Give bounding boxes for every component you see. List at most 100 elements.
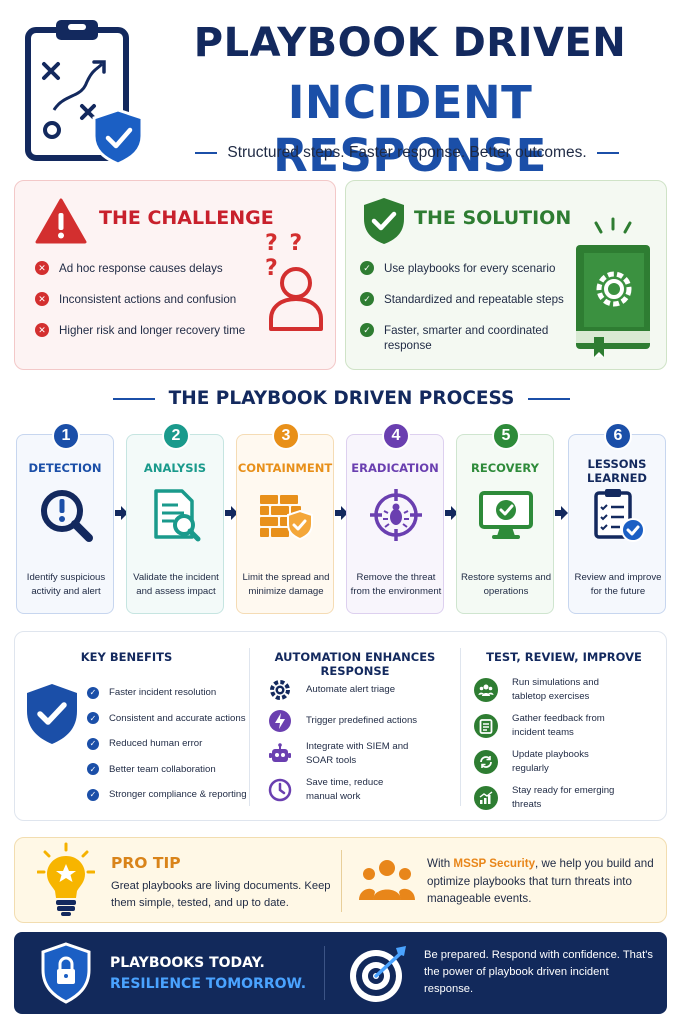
check-icon: ✓ <box>360 261 374 275</box>
pro-tip-panel: PRO TIP Great playbooks are living docum… <box>14 837 667 923</box>
footer-text: Be prepared. Respond with confidence. Th… <box>424 949 653 995</box>
page-title-line1: PLAYBOOK DRIVEN <box>193 20 627 66</box>
step-title: RECOVERY <box>471 461 539 475</box>
step-number: 3 <box>272 422 300 450</box>
test-review-title: TEST, REVIEW, IMPROVE <box>486 650 642 664</box>
step-title: DETECTION <box>28 461 102 475</box>
step-eradication: 4 ERADICATION Remove the threat from the… <box>346 422 444 614</box>
step-number: 2 <box>162 422 190 450</box>
step-desc: Review and improve for the future <box>574 572 662 597</box>
check-icon: ✓ <box>87 686 99 699</box>
challenge-title: THE CHALLENGE <box>99 207 274 229</box>
step-number: 1 <box>52 422 80 450</box>
list-item: ✓Use playbooks for every scenario <box>360 261 575 276</box>
lightbulb-icon <box>37 842 95 916</box>
process-title: THE PLAYBOOK DRIVEN PROCESS <box>0 388 683 409</box>
arrow-right-icon <box>335 506 348 520</box>
list-item: ✓Faster incident resolution <box>87 680 247 706</box>
clipboard-icon <box>474 714 498 738</box>
list-item: Update playbooks regularly <box>474 748 634 776</box>
solution-list: ✓Use playbooks for every scenario ✓Stand… <box>360 261 575 369</box>
divider <box>324 946 325 1000</box>
robot-icon <box>268 742 292 766</box>
list-item: ✓Better team collaboration <box>87 757 247 783</box>
list-item: Integrate with SIEM and SOAR tools <box>268 740 428 768</box>
arrow-right-icon <box>225 506 238 520</box>
challenge-list: ✕Ad hoc response causes delays ✕Inconsis… <box>35 261 250 354</box>
x-icon: ✕ <box>35 323 49 337</box>
magnifier-alert-icon <box>41 490 93 542</box>
divider <box>341 850 342 912</box>
list-item: Trigger predefined actions <box>268 709 428 733</box>
list-item: Gather feedback from incident teams <box>474 712 634 740</box>
shield-check-icon <box>27 684 77 744</box>
clock-icon <box>268 778 292 802</box>
mssp-brand: MSSP Security <box>453 857 536 870</box>
step-lessons-learned: 6 LESSONS LEARNED Review and improve for… <box>568 422 666 614</box>
checklist-icon <box>594 489 645 542</box>
target-arrow-icon <box>350 946 406 1002</box>
playbook-book-icon <box>576 217 650 357</box>
list-item: ✓Stronger compliance & reporting <box>87 782 247 808</box>
step-containment: 3 CONTAINMENT Limit the spread and minim… <box>236 422 334 614</box>
list-item: ✓Faster, smarter and coordinated respons… <box>360 323 575 353</box>
monitor-check-icon <box>479 491 533 539</box>
benefits-list: ✓Faster incident resolution ✓Consistent … <box>87 680 247 808</box>
check-icon: ✓ <box>87 788 99 801</box>
check-icon: ✓ <box>87 737 99 750</box>
automation-title: AUTOMATION ENHANCES RESPONSE <box>274 650 436 678</box>
step-title: LESSONS LEARNED <box>587 457 647 485</box>
question-marks: ? ? ? <box>265 231 305 281</box>
bug-target-icon <box>370 489 422 541</box>
mssp-text: With MSSP Security, we help you build an… <box>427 857 654 905</box>
check-icon: ✓ <box>360 323 374 337</box>
check-icon: ✓ <box>360 292 374 306</box>
automation-column: AUTOMATION ENHANCES RESPONSE Automate al… <box>250 632 460 822</box>
gear-icon <box>268 678 292 702</box>
check-icon: ✓ <box>87 763 99 776</box>
page-title-line2: INCIDENT RESPONSE <box>273 76 547 182</box>
header: PLAYBOOK DRIVEN INCIDENT RESPONSE Struct… <box>0 0 683 182</box>
team-icon <box>474 678 498 702</box>
list-item: ✕Higher risk and longer recovery time <box>35 323 250 338</box>
step-recovery: 5 RECOVERY Restore systems and operation… <box>456 422 554 614</box>
pro-tip-text: Great playbooks are living documents. Ke… <box>111 880 331 909</box>
challenge-panel: THE CHALLENGE ✕Ad hoc response causes de… <box>14 180 336 370</box>
arrow-right-icon <box>445 506 458 520</box>
list-item: ✓Consistent and accurate actions <box>87 706 247 732</box>
firewall-shield-icon <box>260 495 313 541</box>
list-item: ✕Inconsistent actions and confusion <box>35 292 250 307</box>
step-title: CONTAINMENT <box>237 461 333 475</box>
footer-banner: PLAYBOOKS TODAY. RESILIENCE TOMORROW. Be… <box>14 932 667 1014</box>
column-divider <box>460 648 461 806</box>
step-desc: Remove the threat from the environment <box>350 572 442 597</box>
key-benefits-title: KEY BENEFITS <box>80 650 173 664</box>
solution-panel: THE SOLUTION ✓Use playbooks for every sc… <box>345 180 667 370</box>
clipboard-strategy-icon <box>25 20 144 164</box>
pro-tip-title: PRO TIP <box>111 854 181 872</box>
step-desc: Validate the incident and assess impact <box>133 572 219 597</box>
list-item: ✓Reduced human error <box>87 731 247 757</box>
tagline-line2: RESILIENCE TOMORROW. <box>110 976 307 992</box>
list-item: ✓Standardized and repeatable steps <box>360 292 575 307</box>
shield-check-icon <box>364 198 404 244</box>
step-number: 6 <box>604 422 632 450</box>
confused-person-icon <box>269 267 323 331</box>
step-title: ANALYSIS <box>143 461 207 475</box>
solution-title: THE SOLUTION <box>414 207 572 229</box>
column-divider <box>249 648 250 806</box>
lightning-icon <box>268 709 292 733</box>
growth-chart-icon <box>474 786 498 810</box>
list-item: Stay ready for emerging threats <box>474 784 634 812</box>
step-desc: Limit the spread and minimize damage <box>242 572 330 597</box>
page-subtitle: Structured steps. Faster response. Bette… <box>172 144 642 162</box>
shield-lock-icon <box>41 942 91 1004</box>
x-icon: ✕ <box>35 292 49 306</box>
refresh-icon <box>474 750 498 774</box>
step-detection: 1 DETECTION Identify suspicious activity… <box>16 422 114 614</box>
tagline-line1: PLAYBOOKS TODAY. <box>110 955 265 971</box>
x-icon: ✕ <box>35 261 49 275</box>
step-desc: Restore systems and operations <box>460 572 552 597</box>
warning-triangle-icon <box>35 198 87 244</box>
benefits-panel: KEY BENEFITS ✓Faster incident resolution… <box>14 631 667 821</box>
